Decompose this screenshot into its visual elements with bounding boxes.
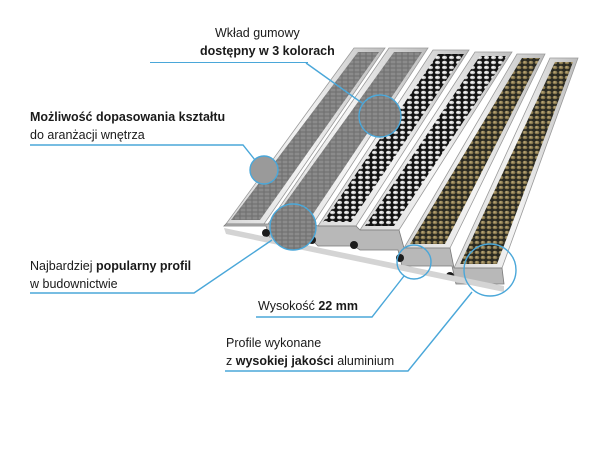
aluminium-bold: wysokiej jakości xyxy=(235,354,334,368)
rubber-insert-line1: Wkład gumowy xyxy=(215,26,300,40)
leader-insert xyxy=(305,62,363,104)
height-prefix: Wysokość xyxy=(258,299,319,313)
callout-popular-profile: Najbardziej popularny profil w budownict… xyxy=(30,257,191,293)
callout-rubber-insert: Wkład gumowy dostępny w 3 kolorach xyxy=(200,24,335,60)
callout-shape-fit: Możliwość dopasowania kształtu do aranża… xyxy=(30,108,225,144)
popular-prefix: Najbardziej xyxy=(30,259,97,273)
insert-black-4 xyxy=(365,56,507,226)
underline-rubber-insert xyxy=(150,62,308,64)
aluminium-prefix: z xyxy=(226,354,236,368)
callout-circle-popular xyxy=(269,203,317,251)
popular-bold: popularny profil xyxy=(96,259,192,273)
aluminium-suffix: aluminium xyxy=(333,354,395,368)
shape-fit-heading: Możliwość dopasowania kształtu xyxy=(30,110,226,124)
leader-height xyxy=(256,275,405,318)
rubber-insert-colors: dostępny w 3 kolorach xyxy=(200,44,335,58)
callout-circle-insert xyxy=(358,94,402,138)
callout-circle-height xyxy=(396,244,432,280)
height-value: 22 mm xyxy=(318,299,358,313)
aluminium-line1: Profile wykonane xyxy=(226,336,322,350)
insert-gray-2 xyxy=(273,52,422,220)
insert-black-3 xyxy=(323,54,464,222)
callout-aluminium: Profile wykonane z wysokiej jakości alum… xyxy=(226,334,394,370)
popular-subtext: w budownictwie xyxy=(30,277,118,291)
leader-aluminium xyxy=(225,291,473,372)
insert-brush-5 xyxy=(410,58,540,244)
callout-circle-shape xyxy=(249,155,279,185)
leader-lines xyxy=(30,62,473,372)
insert-brush-6 xyxy=(460,62,573,264)
shape-fit-subtext: do aranżacji wnętrza xyxy=(30,128,145,142)
leader-popular xyxy=(30,239,273,294)
leader-shape xyxy=(30,144,256,161)
callout-circle-aluminium xyxy=(463,243,517,297)
callout-circles xyxy=(249,94,517,297)
callout-height: Wysokość 22 mm xyxy=(258,297,358,315)
